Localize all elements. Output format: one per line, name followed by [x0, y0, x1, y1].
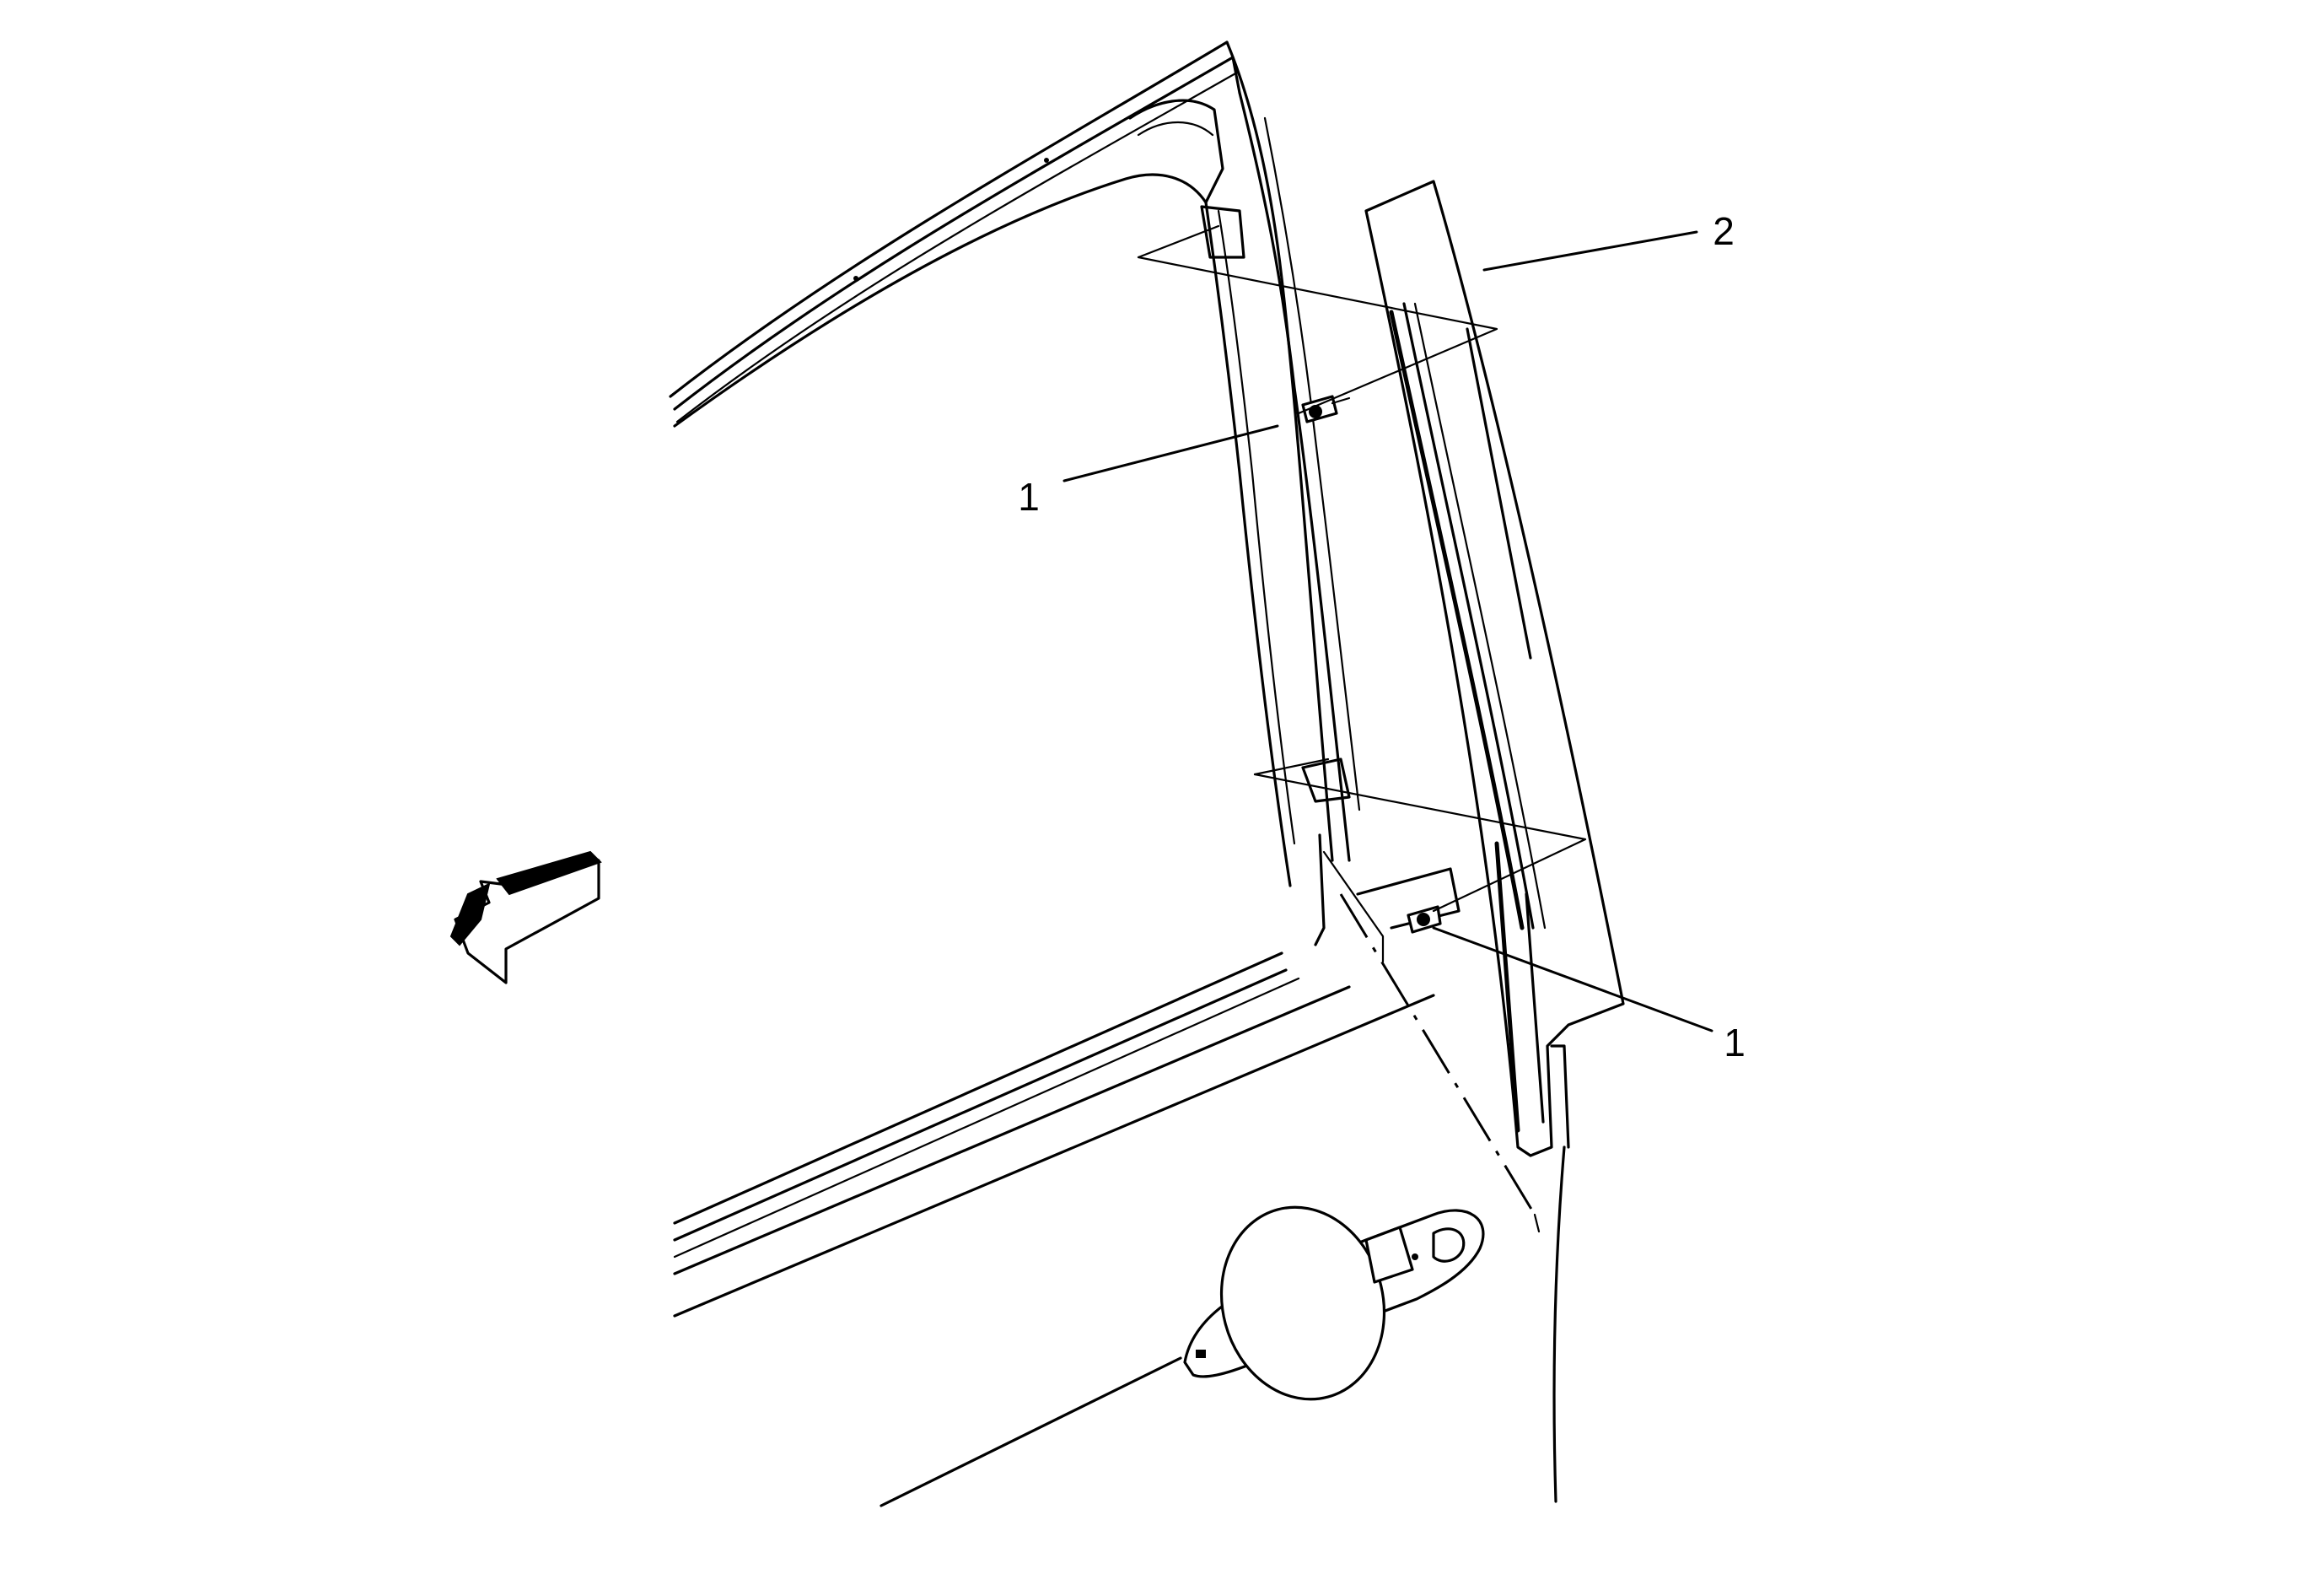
door-frame-molding [1364, 180, 1625, 1157]
upper-fastener [1301, 395, 1351, 423]
callout-2-molding: 2 [1713, 209, 1735, 253]
callout-1-lower: 1 [1724, 1021, 1746, 1065]
forward-arrow-icon [449, 850, 602, 984]
door-belt-line [673, 951, 1566, 1507]
door-handle [1183, 1205, 1485, 1401]
explode-lines [1137, 224, 1587, 1233]
callout-leaders [1062, 230, 1713, 1032]
callout-1-upper: 1 [1018, 475, 1040, 519]
door-window-frame [669, 40, 1361, 887]
lower-fastener [1407, 905, 1442, 934]
